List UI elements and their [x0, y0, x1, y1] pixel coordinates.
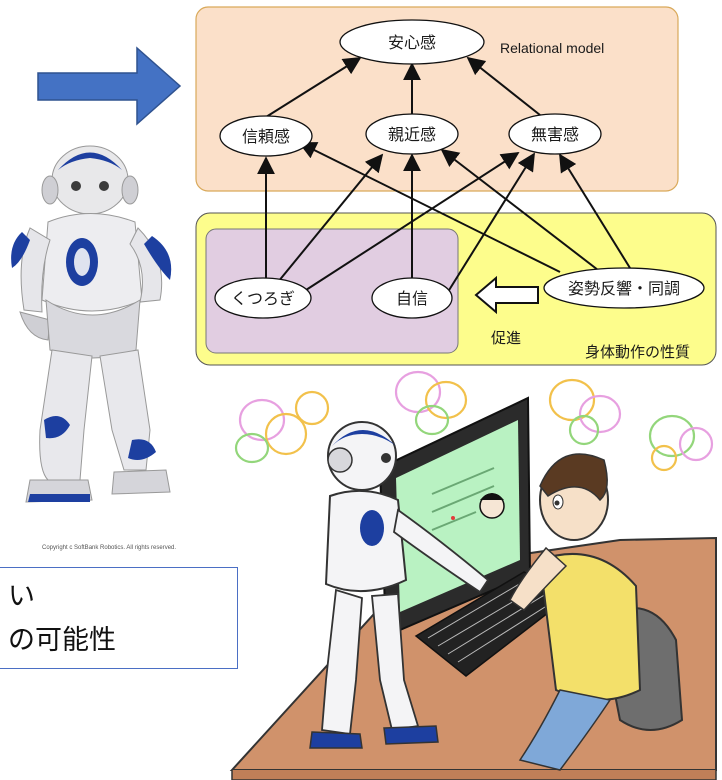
- arrow-mugai-anshin: [466, 56, 541, 116]
- copyright-notice: Copyright c SoftBank Robotics. All right…: [42, 545, 177, 551]
- node-shinrai: 信頼感: [219, 115, 313, 157]
- caption-box: い の可能性: [0, 567, 238, 669]
- human-robot-illustration: [229, 370, 717, 780]
- svg-text:無害感: 無害感: [531, 125, 579, 144]
- node-doucho: 姿勢反響・同調: [543, 267, 705, 309]
- caption-line-2: の可能性: [8, 625, 116, 656]
- promote-label: 促進: [491, 329, 521, 347]
- transition-arrow: [37, 46, 182, 126]
- node-mugai: 無害感: [508, 113, 602, 155]
- svg-text:安心感: 安心感: [388, 33, 436, 52]
- arrow-doucho-mugai: [559, 153, 631, 269]
- promote-arrow: [474, 275, 539, 315]
- caption-line-1: い: [8, 581, 35, 612]
- arrow-doucho-shinrai: [298, 142, 561, 273]
- arrow-shinrai-anshin: [265, 57, 362, 118]
- node-anshin: 安心感: [339, 19, 485, 65]
- arrow-jishin-mugai: [445, 152, 535, 296]
- nao-robot-photo: [11, 145, 172, 503]
- svg-text:自信: 自信: [396, 289, 428, 308]
- svg-text:親近感: 親近感: [388, 125, 436, 144]
- svg-text:信頼感: 信頼感: [242, 127, 290, 146]
- node-shinkin: 親近感: [365, 113, 459, 155]
- node-kutsurogi: くつろぎ: [214, 277, 312, 319]
- motion-section-label: 身体動作の性質: [585, 343, 690, 361]
- svg-text:くつろぎ: くつろぎ: [231, 289, 295, 308]
- arrow-group: [257, 56, 631, 296]
- relational-model-label: Relational model: [500, 40, 604, 56]
- arrow-doucho-shinkin: [440, 148, 599, 271]
- inner-motion-panel: [205, 228, 459, 354]
- node-jishin: 自信: [371, 277, 453, 319]
- svg-text:姿勢反響・同調: 姿勢反響・同調: [568, 279, 680, 298]
